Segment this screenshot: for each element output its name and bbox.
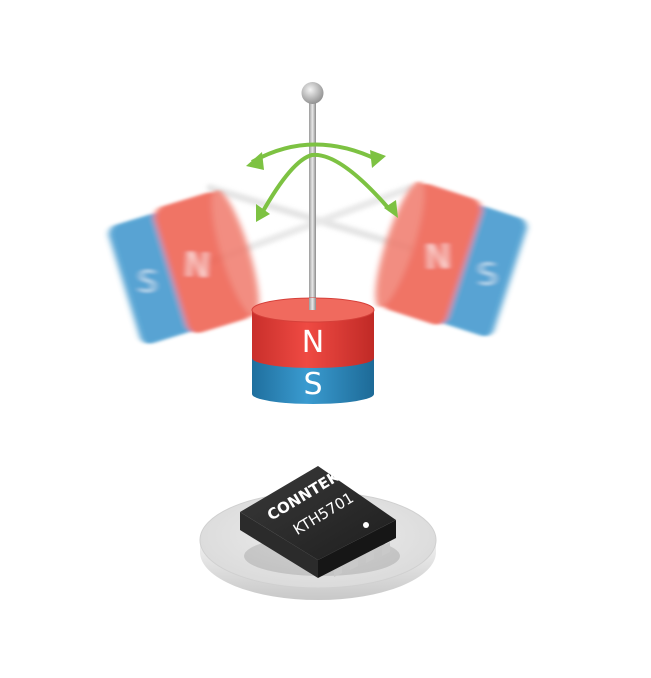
vertical-rod: [301, 82, 324, 308]
center-magnet: N S: [251, 297, 375, 404]
left-tilted-magnet: N S: [108, 189, 259, 344]
double-headed-arc-arrow-icon: [246, 142, 398, 222]
right-magnet-s-label: S: [477, 257, 497, 293]
pin1-marker: [363, 522, 369, 528]
rod-tip-ball: [301, 82, 324, 104]
right-tilted-magnet: N S: [375, 181, 527, 337]
right-magnet-n-label: N: [425, 237, 452, 278]
sensor-chip: CONNTEK KTH5701: [240, 466, 400, 578]
left-magnet-s-label: S: [137, 264, 158, 300]
left-magnet-n-label: N: [183, 245, 210, 286]
magnet-south-label: S: [303, 367, 322, 402]
magnet-north-label: N: [302, 325, 324, 360]
